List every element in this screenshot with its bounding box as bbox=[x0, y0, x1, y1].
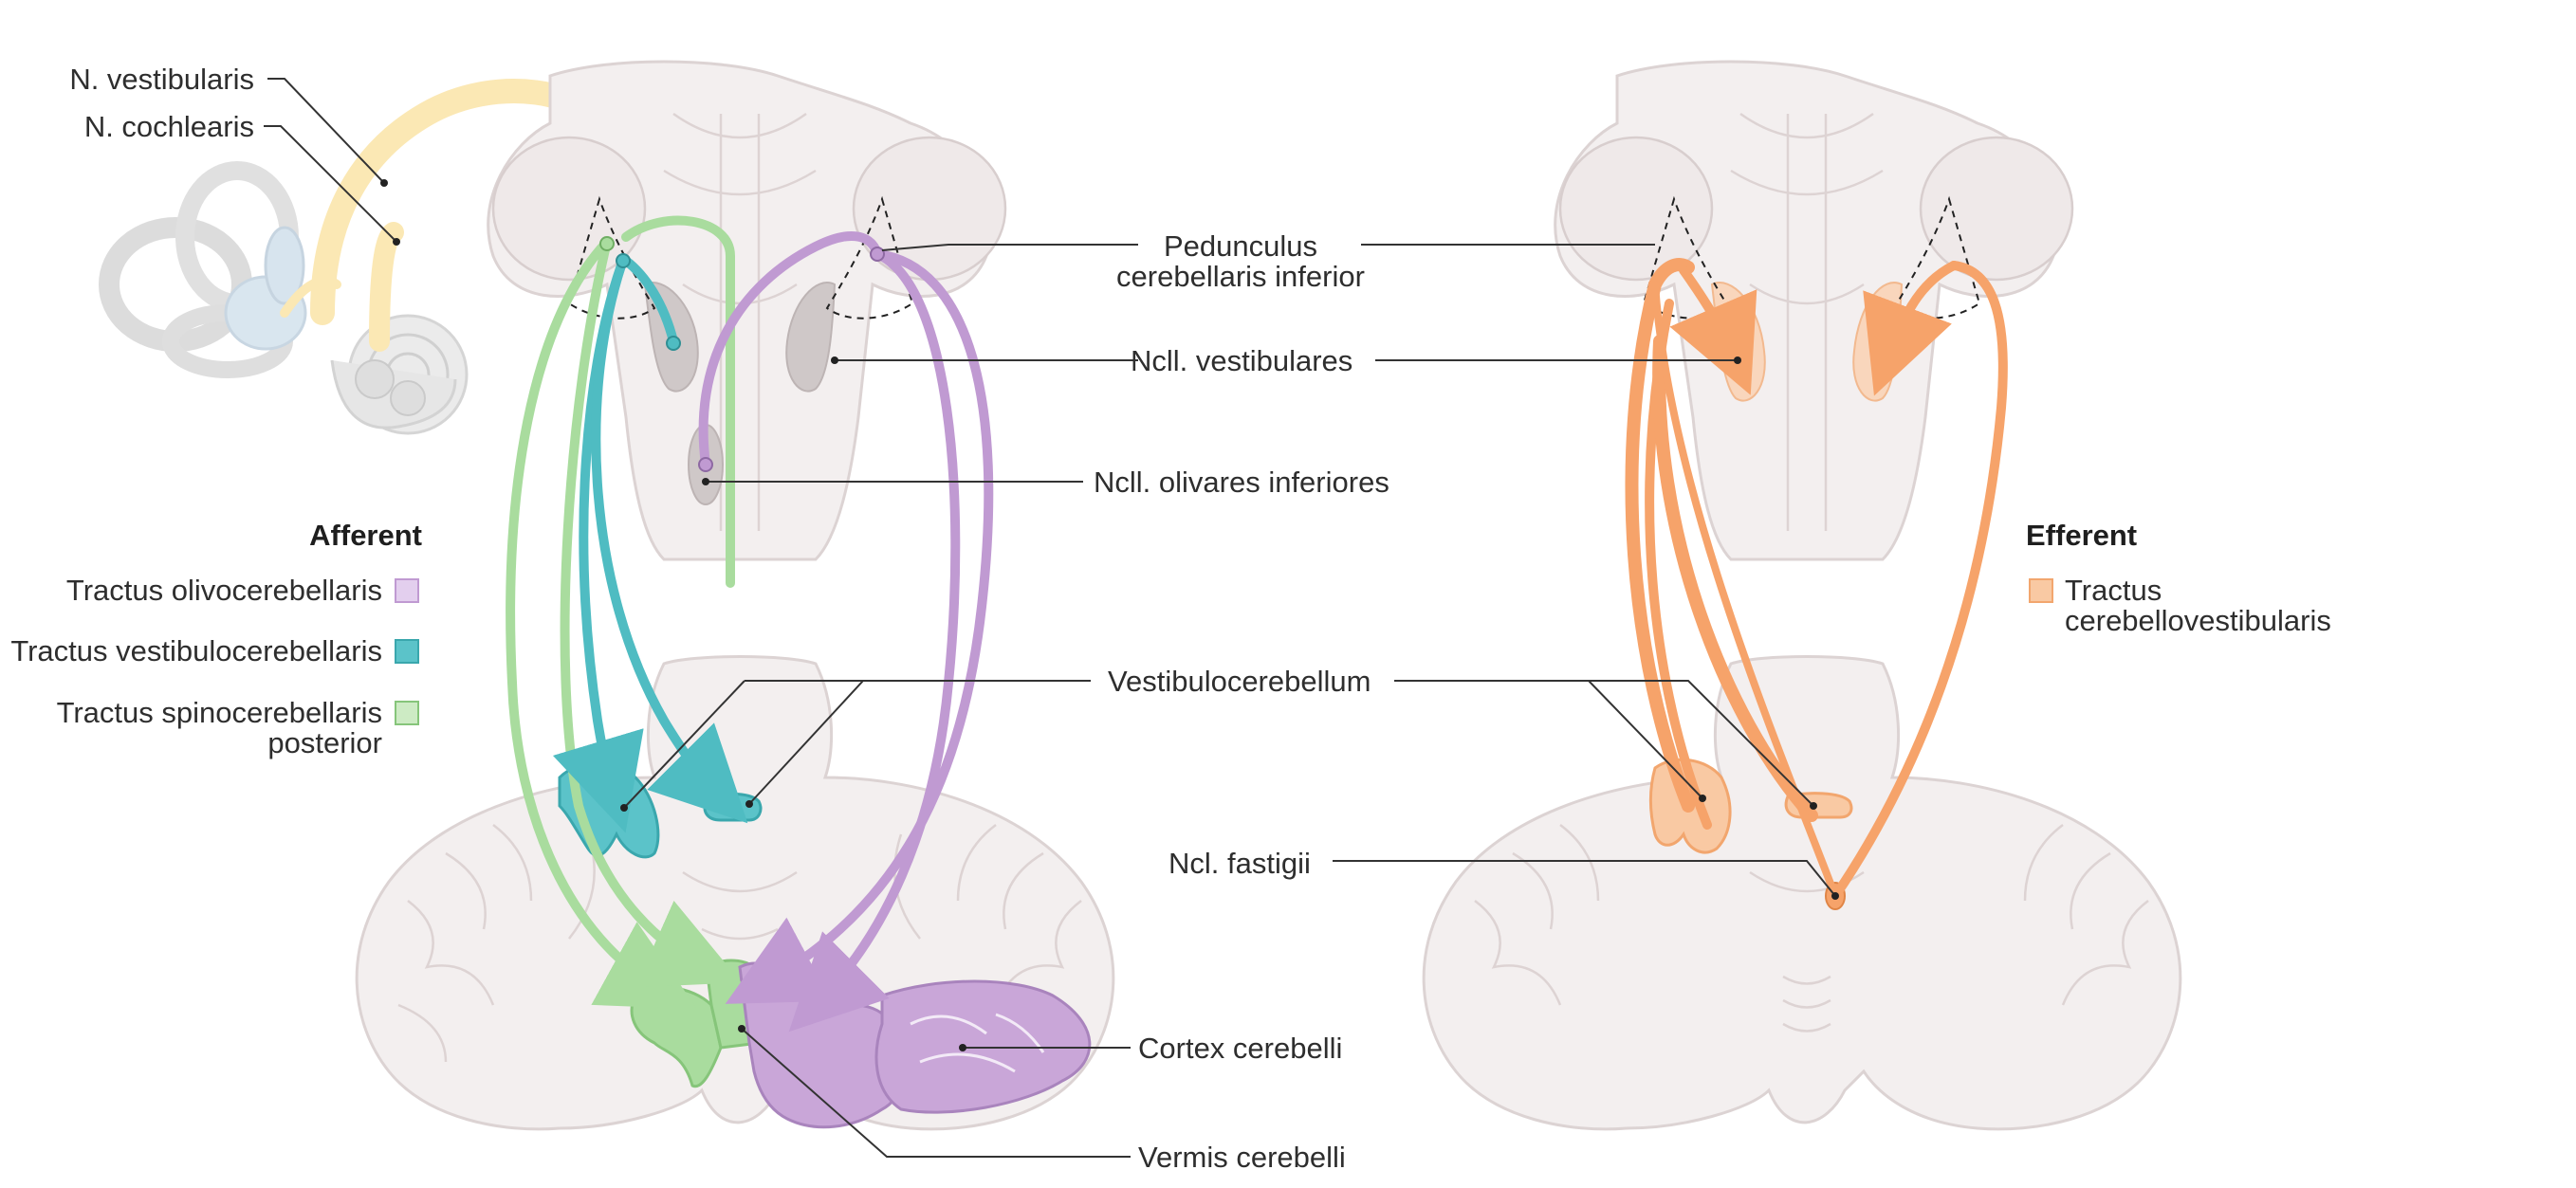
efferent-legend: Efferent Tractus cerebellovestibularis bbox=[2026, 519, 2331, 637]
label-n-cochlearis: N. cochlearis bbox=[84, 110, 254, 143]
label-cortex-cerebelli: Cortex cerebelli bbox=[1138, 1032, 1342, 1065]
vestibulocerebellar-tract bbox=[552, 253, 748, 833]
spino-entry-dot bbox=[599, 236, 615, 251]
label-ncl-fastigii: Ncl. fastigii bbox=[1168, 847, 1311, 880]
leader-lines-right bbox=[1333, 244, 1839, 900]
label-ncll-olivares: Ncll. olivares inferiores bbox=[1094, 466, 1389, 499]
inner-ear-illustration bbox=[99, 161, 469, 435]
afferent-heading: Afferent bbox=[309, 519, 422, 552]
legend-cerebellovestibularis-swatch bbox=[2029, 578, 2053, 603]
legend-olivocerebellaris-label: Tractus olivocerebellaris bbox=[66, 574, 382, 607]
afferent-legend: Afferent Tractus olivocerebellaris Tract… bbox=[10, 519, 422, 759]
label-n-vestibularis: N. vestibularis bbox=[69, 63, 254, 96]
legend-vestibulocerebellaris-label: Tractus vestibulocerebellaris bbox=[10, 634, 382, 667]
legend-spinocerebellaris-label-line1: Tractus spinocerebellaris bbox=[57, 696, 382, 729]
cerebellum-right bbox=[1422, 655, 2182, 1131]
label-pedunculus-line1: Pedunculus bbox=[1164, 229, 1317, 263]
label-pedunculus-line2: cerebellaris inferior bbox=[1116, 260, 1365, 293]
legend-spinocerebellaris-label-line2: posterior bbox=[267, 726, 382, 759]
label-ncll-vestibulares: Ncll. vestibulares bbox=[1131, 344, 1352, 377]
label-vermis-cerebelli: Vermis cerebelli bbox=[1138, 1141, 1346, 1174]
efferent-heading: Efferent bbox=[2026, 519, 2137, 552]
legend-cerebellovestibularis-label-line2: cerebellovestibularis bbox=[2065, 604, 2331, 637]
legend-cerebellovestibularis-label-line1: Tractus bbox=[2065, 574, 2162, 607]
label-vestibulocerebellum: Vestibulocerebellum bbox=[1108, 665, 1371, 698]
legend-spinocerebellaris-swatch bbox=[395, 701, 419, 725]
legend-olivocerebellaris-swatch bbox=[395, 578, 419, 603]
olivocerebellar-tract bbox=[698, 231, 994, 1033]
leader-lines-left bbox=[264, 78, 1138, 1158]
legend-vestibulocerebellaris-swatch bbox=[395, 639, 419, 664]
